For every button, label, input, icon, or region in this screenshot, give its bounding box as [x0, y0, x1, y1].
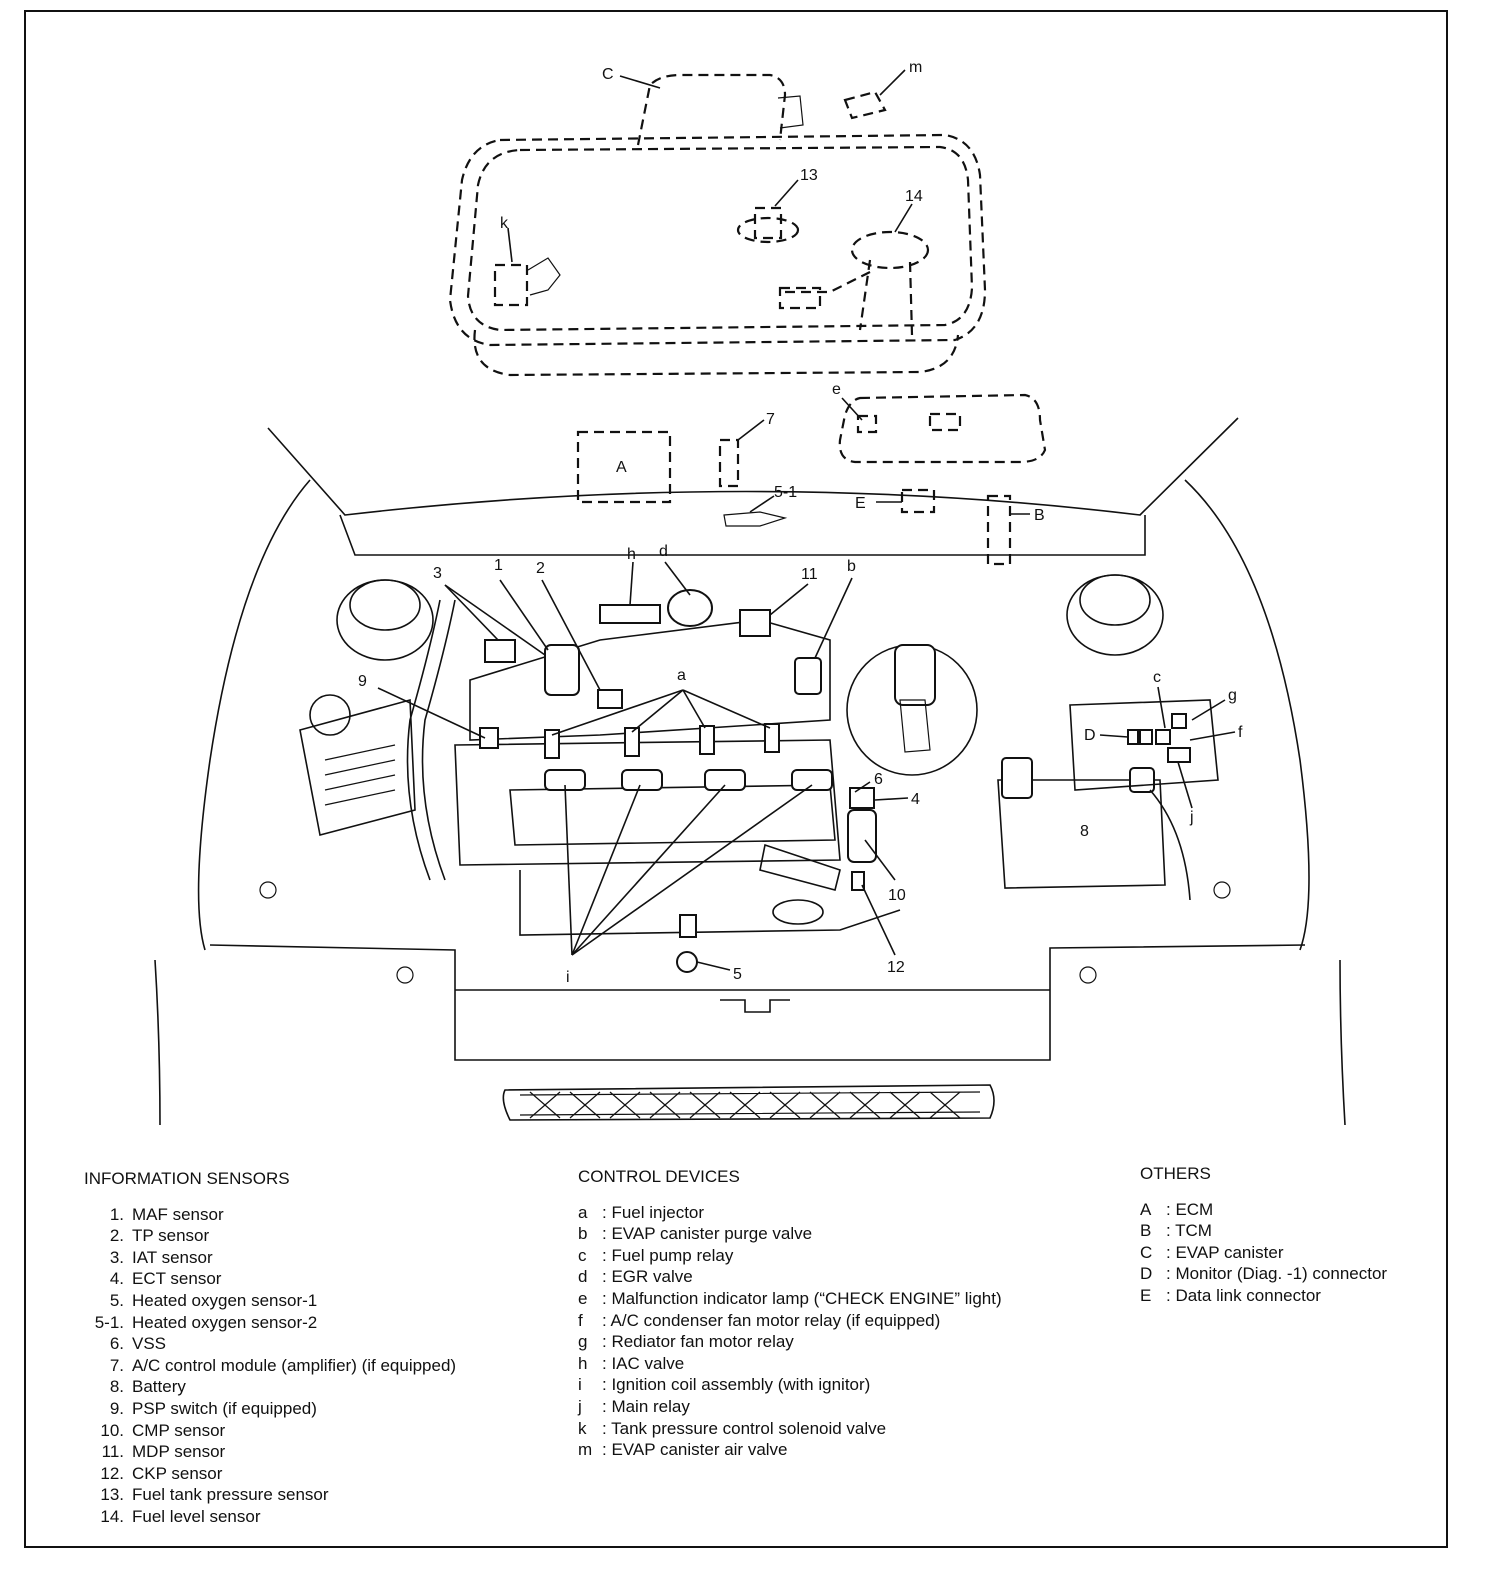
- strut-towers: [336, 574, 1164, 661]
- battery: [997, 757, 1191, 901]
- list-item: 11.MDP sensor: [101, 1442, 226, 1462]
- label-13: 13: [800, 167, 818, 184]
- list-item: j: Main relay: [578, 1396, 690, 1416]
- list-item: 7.A/C control module (amplifier) (if equ…: [109, 1355, 457, 1375]
- list-item: 9.PSP switch (if equipped): [109, 1398, 317, 1418]
- list-item: B: TCM: [1140, 1221, 1212, 1241]
- list-item: E: Data link connector: [1140, 1285, 1321, 1305]
- list-item: k: Tank pressure control solenoid valve: [578, 1418, 887, 1438]
- list-item: m: EVAP canister air valve: [578, 1440, 788, 1460]
- list-item: 4.ECT sensor: [109, 1269, 222, 1289]
- label-12: 12: [887, 959, 905, 976]
- list-item: 5.Heated oxygen sensor-1: [109, 1290, 318, 1310]
- oxygen-sensor-2: [723, 495, 788, 527]
- list-item: 8.Battery: [109, 1377, 186, 1397]
- label-h: h: [627, 546, 636, 563]
- relay-box: [1069, 686, 1236, 809]
- others-legend: OTHERS A: ECM B: TCM C: EVAP canister D:…: [1140, 1163, 1387, 1307]
- evap-canister: [619, 73, 804, 146]
- label-m: m: [909, 59, 922, 76]
- control-devices-title: CONTROL DEVICES: [578, 1167, 740, 1186]
- label-10: 10: [888, 887, 906, 904]
- label-4: 4: [911, 791, 920, 808]
- list-item: d: EGR valve: [578, 1267, 693, 1287]
- information-sensors-list: 1.MAF sensor 2.TP sensor 3.IAT sensor 4.…: [84, 1204, 456, 1528]
- ecm-box: [576, 430, 672, 504]
- list-item: c: Fuel pump relay: [578, 1245, 734, 1265]
- list-item: D: Monitor (Diag. -1) connector: [1140, 1264, 1388, 1284]
- label-c: c: [1153, 669, 1161, 686]
- tank-pressure-solenoid: [493, 227, 561, 307]
- label-6: 6: [874, 771, 883, 788]
- label-j: j: [1189, 809, 1194, 826]
- tcm-box: [986, 494, 1030, 566]
- evap-air-valve: [843, 69, 906, 120]
- instrument-panel: [838, 393, 1047, 464]
- list-item: f: A/C condenser fan motor relay (if equ…: [578, 1310, 941, 1330]
- label-d: d: [659, 543, 668, 560]
- label-A: A: [616, 459, 627, 476]
- list-item: 5-1.Heated oxygen sensor-2: [94, 1312, 318, 1332]
- list-item: 14.Fuel level sensor: [100, 1506, 261, 1526]
- list-item: i: Ignition coil assembly (with ignitor): [578, 1375, 871, 1395]
- list-item: A: ECM: [1140, 1199, 1214, 1219]
- brake-booster: [846, 644, 978, 776]
- list-item: C: EVAP canister: [1140, 1242, 1284, 1262]
- list-item: a: Fuel injector: [578, 1202, 705, 1222]
- label-14: 14: [905, 188, 923, 205]
- list-item: 6.VSS: [109, 1334, 167, 1354]
- label-7: 7: [766, 411, 775, 428]
- list-item: h: IAC valve: [578, 1353, 685, 1373]
- list-item: 3.IAT sensor: [109, 1247, 213, 1267]
- label-i: i: [566, 969, 570, 986]
- label-11: 11: [801, 566, 818, 583]
- engine-compartment-diagram: C m k 13 14 e 7 A 5-1 E B 3 1 2 h d 11 b…: [154, 59, 1346, 1126]
- list-item: 13.Fuel tank pressure sensor: [100, 1485, 329, 1505]
- label-8: 8: [1080, 823, 1089, 840]
- label-1: 1: [494, 557, 503, 574]
- fuel-level-sensor: [778, 203, 930, 336]
- control-devices-list: a: Fuel injector b: EVAP canister purge …: [578, 1202, 1002, 1461]
- label-k: k: [500, 215, 509, 232]
- engine: [406, 589, 901, 973]
- label-5-1: 5-1: [774, 484, 797, 501]
- diagram-frame: [24, 10, 1448, 1548]
- list-item: 10.CMP sensor: [100, 1420, 226, 1440]
- label-E: E: [855, 495, 866, 512]
- others-title: OTHERS: [1140, 1164, 1211, 1183]
- list-item: e: Malfunction indicator lamp (“CHECK EN…: [578, 1288, 1002, 1308]
- label-C: C: [602, 66, 614, 83]
- label-g: g: [1228, 687, 1237, 704]
- label-b: b: [847, 558, 856, 575]
- list-item: b: EVAP canister purge valve: [578, 1224, 813, 1244]
- label-3: 3: [433, 565, 442, 582]
- information-sensors-legend: INFORMATION SENSORS 1.MAF sensor 2.TP se…: [84, 1168, 456, 1528]
- list-item: 2.TP sensor: [109, 1226, 210, 1246]
- label-f: f: [1238, 724, 1243, 741]
- control-devices-legend: CONTROL DEVICES a: Fuel injector b: EVAP…: [578, 1166, 1002, 1461]
- data-link-connector: [876, 488, 936, 514]
- list-item: 12.CKP sensor: [100, 1463, 223, 1483]
- fuel-tank-pressure-sensor: [736, 179, 800, 244]
- diagram-label-group: C m k 13 14 e 7 A 5-1 E B 3 1 2 h d 11 b…: [358, 59, 1243, 986]
- washer-tank: [299, 694, 416, 836]
- label-B: B: [1034, 507, 1045, 524]
- label-D: D: [1084, 727, 1096, 744]
- fuel-tank: [448, 133, 987, 377]
- label-a: a: [677, 667, 686, 684]
- label-2: 2: [536, 560, 545, 577]
- list-item: g: Rediator fan motor relay: [578, 1332, 794, 1352]
- information-sensors-title: INFORMATION SENSORS: [84, 1169, 290, 1188]
- others-list: A: ECM B: TCM C: EVAP canister D: Monito…: [1140, 1199, 1387, 1307]
- list-item: 1.MAF sensor: [109, 1204, 224, 1224]
- leader-lines: [377, 561, 909, 971]
- label-e: e: [832, 381, 841, 398]
- hood-outline: [154, 417, 1346, 1126]
- label-5: 5: [733, 966, 742, 983]
- label-9: 9: [358, 673, 367, 690]
- ac-module: [718, 419, 765, 488]
